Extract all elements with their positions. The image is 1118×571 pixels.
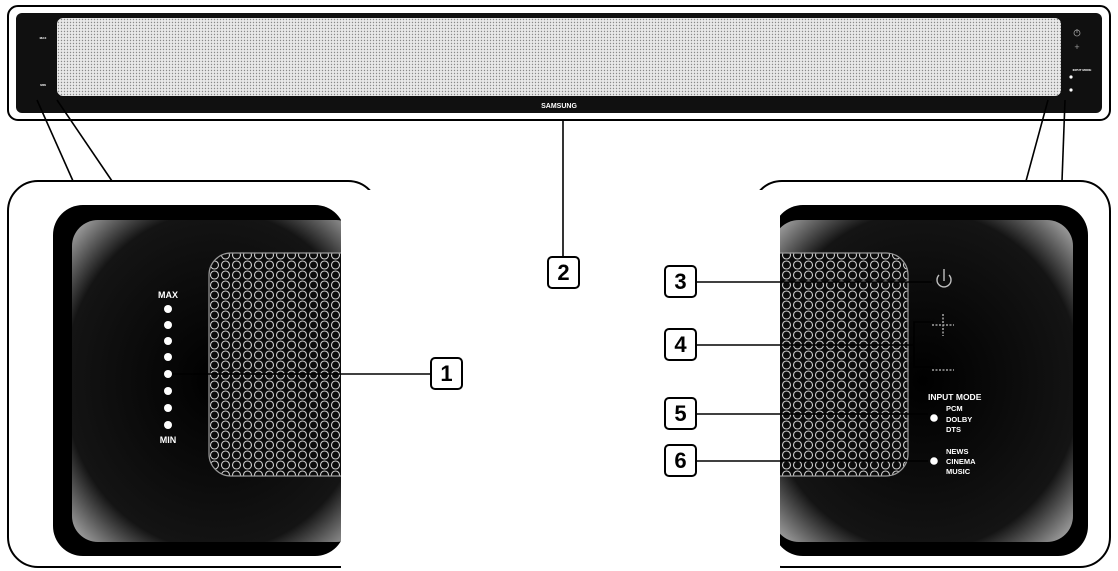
bar-plus-icon: + [1074,42,1079,52]
bar-min-label: MIN [40,83,46,87]
left-detail-panel: MAX MIN [7,180,431,568]
soundbar-front: SAMSUNG MAX MIN + INPUT MODE [7,5,1111,121]
svg-text:6: 6 [674,448,686,473]
bar-input-label: INPUT MODE [1073,68,1092,72]
zoom-lines [36,99,1066,182]
sound-mode-led [930,457,938,465]
sound-mode-news: NEWS [946,447,969,456]
callout-1: 1 [430,357,463,390]
volume-level-leds [164,305,172,429]
svg-text:2: 2 [557,260,569,285]
max-label: MAX [158,290,178,300]
front-grille [57,18,1061,96]
power-icon [936,269,952,288]
callout-2: 2 [547,256,580,289]
svg-text:5: 5 [674,401,686,426]
bar-max-label: MAX [40,36,47,40]
svg-text:1: 1 [440,361,452,386]
volume-led [164,305,172,313]
right-detail-panel: INPUT MODE PCM DOLBY DTS NEWS CINEMA MUS… [696,180,1111,568]
volume-led [164,337,172,345]
volume-led [164,321,172,329]
volume-led [164,404,172,412]
sound-mode-music: MUSIC [946,467,971,476]
sound-mode-cinema: CINEMA [946,457,976,466]
callout-5: 5 [664,397,697,430]
volume-led [164,353,172,361]
bar-led-mode [1069,88,1073,92]
brand-logo: SAMSUNG [541,103,577,110]
volume-led [164,370,172,378]
svg-text:4: 4 [674,332,687,357]
callout-6: 6 [664,444,697,477]
callout-4: 4 [664,328,697,361]
input-mode-dolby: DOLBY [946,415,972,424]
input-mode-title: INPUT MODE [928,392,982,402]
right-callout-leaders [696,281,934,462]
min-label: MIN [160,435,177,445]
input-mode-pcm: PCM [946,404,963,413]
svg-text:3: 3 [674,269,686,294]
volume-plus-icon [932,314,954,336]
input-mode-led [930,414,938,422]
left-grille-detail [208,252,344,477]
bar-led-input [1069,75,1073,79]
volume-led [164,421,172,429]
input-mode-dts: DTS [946,425,961,434]
bar-power-icon [1073,29,1081,37]
callout-3: 3 [664,265,697,298]
right-grille-detail [773,252,909,477]
volume-led [164,387,172,395]
